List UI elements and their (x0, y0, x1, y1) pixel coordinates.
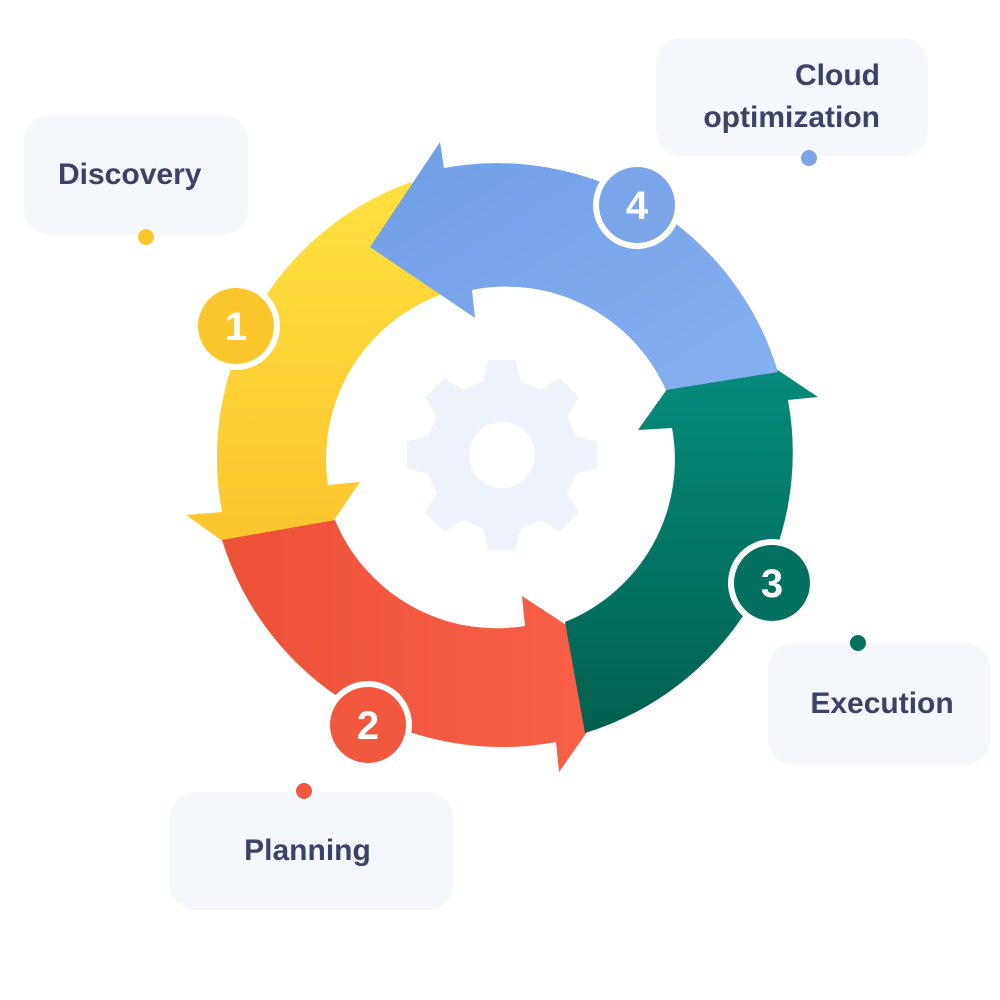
arrow-planning (222, 520, 632, 772)
step-badge-1: 1 (192, 282, 280, 370)
arrow-cloud-optimization (370, 142, 778, 390)
arrow-discovery (186, 182, 440, 588)
connector-dot-discovery (136, 227, 156, 247)
label-card-cloud-optimization: Cloud optimization (656, 38, 928, 156)
step-badge-2: 2 (324, 681, 412, 769)
step-number: 3 (761, 562, 783, 606)
arrow-execution (565, 326, 818, 733)
label-card-execution: Execution (768, 643, 990, 765)
step-label: Execution (810, 687, 954, 720)
label-card-discovery: Discovery (24, 115, 248, 235)
step-number: 1 (225, 305, 247, 349)
step-number: 2 (357, 704, 379, 748)
connector-dot-cloud-optimization (799, 148, 819, 168)
step-label: Discovery (58, 158, 202, 191)
step-number: 4 (626, 184, 649, 228)
step-badge-3: 3 (728, 539, 816, 627)
label-card-planning: Planning (170, 792, 453, 910)
step-label: Planning (244, 834, 371, 867)
connector-dot-planning (294, 781, 314, 801)
step-badge-4: 4 (593, 161, 681, 249)
step-label-line-2: optimization (703, 101, 880, 134)
step-label-line-1: Cloud (795, 59, 880, 92)
gear-icon (407, 360, 597, 550)
connector-dot-execution (848, 633, 868, 653)
